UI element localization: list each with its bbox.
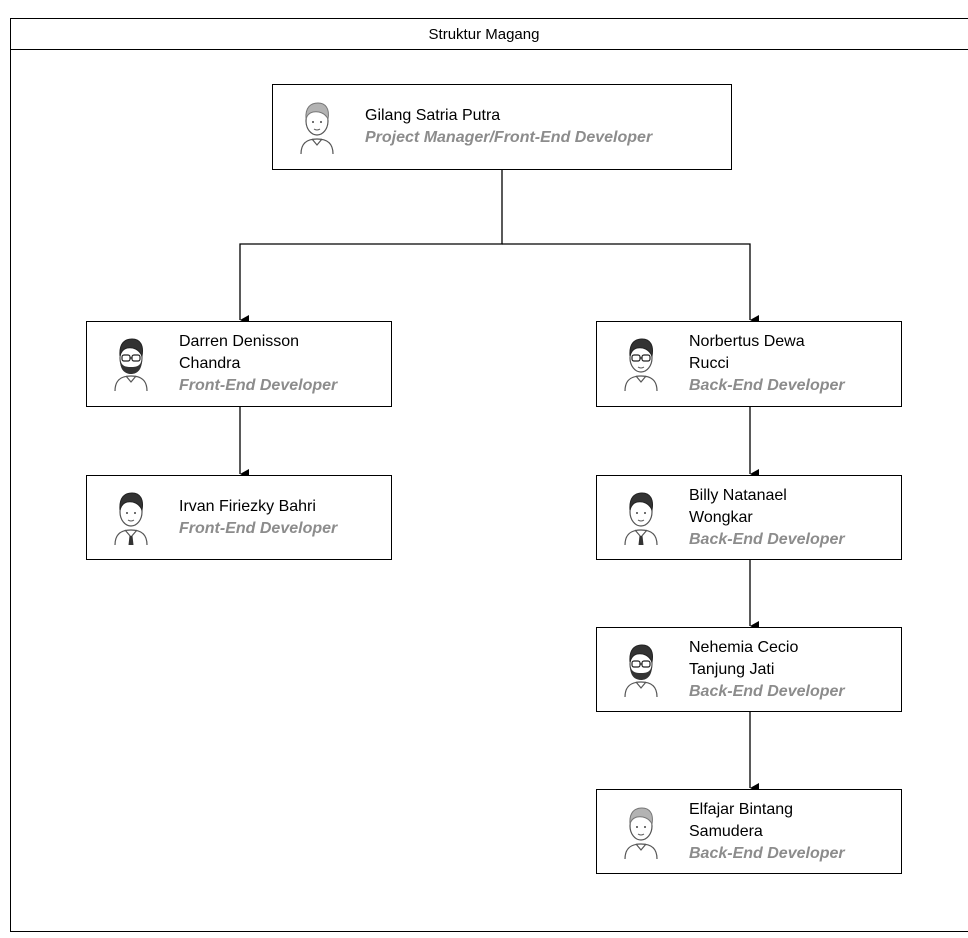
man-glasses-icon: [621, 336, 661, 392]
person-role: Front-End Developer: [179, 377, 338, 394]
diagram-title-bar: Struktur Magang: [11, 19, 968, 50]
person-name: Billy Natanael: [689, 487, 787, 504]
edge-gilang-to-norbertus: [502, 243, 759, 325]
person-role: Back-End Developer: [689, 377, 845, 394]
person-name: Samudera: [689, 823, 763, 840]
man-tie-icon: [111, 490, 151, 546]
person-name: Elfajar Bintang: [689, 801, 794, 818]
person-role: Back-End Developer: [689, 531, 845, 548]
man-beard-glasses-icon: [621, 642, 661, 698]
person-role: Back-End Developer: [689, 683, 845, 700]
person-name: Irvan Firiezky Bahri: [179, 498, 316, 515]
man-beard-glasses-icon: [111, 336, 151, 392]
person-name: Nehemia Cecio: [689, 639, 799, 656]
person-name: Norbertus Dewa: [689, 333, 805, 350]
diagram-title: Struktur Magang: [428, 25, 540, 43]
person-role: Back-End Developer: [689, 845, 845, 862]
person-role: Front-End Developer: [179, 520, 338, 537]
person-name: Rucci: [689, 355, 730, 372]
man-tie-icon: [621, 490, 661, 546]
person-name: Chandra: [179, 355, 241, 372]
person-role: Project Manager/Front-End Developer: [365, 129, 653, 146]
person-name: Tanjung Jati: [689, 661, 775, 678]
man-light-hair-icon: [297, 99, 337, 155]
person-name: Darren Denisson: [179, 333, 300, 350]
person-name: Wongkar: [689, 509, 753, 526]
person-name: Gilang Satria Putra: [365, 107, 501, 124]
edge-gilang-to-darren: [239, 170, 503, 325]
man-light-hair-icon: [621, 804, 661, 860]
